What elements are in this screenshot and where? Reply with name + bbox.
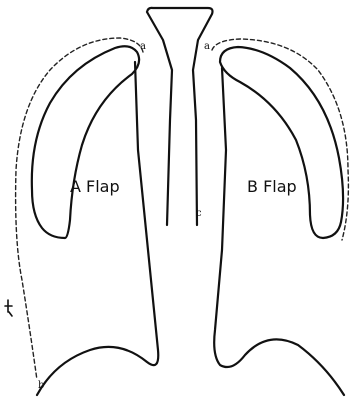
- flap-a-outline: [32, 46, 139, 238]
- point-a-right: a: [204, 41, 210, 52]
- flap-a-label: A Flap: [70, 177, 120, 196]
- point-c: c: [196, 208, 202, 219]
- flap-b-label: B Flap: [247, 177, 297, 196]
- point-b-bottom: b: [38, 380, 44, 391]
- incision-right: [212, 39, 348, 240]
- central-stem: [147, 8, 213, 225]
- edge-mark-left: [5, 300, 12, 316]
- point-a-left: a: [140, 41, 146, 52]
- right-body-wall: [214, 68, 344, 395]
- flap-b-outline: [220, 47, 343, 238]
